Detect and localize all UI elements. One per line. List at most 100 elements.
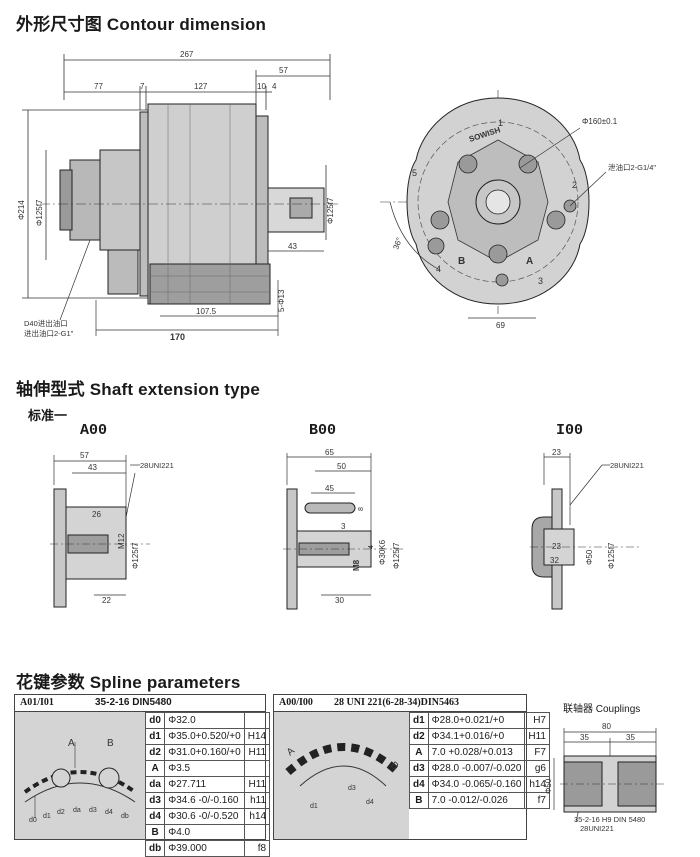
fig2-label-d1: d1 — [310, 803, 318, 810]
fig1-label-d4: d4 — [105, 809, 113, 816]
dim-170: 170 — [170, 332, 185, 340]
param-tolerance: h11 — [243, 792, 271, 809]
param-key: A — [144, 760, 166, 777]
dim-43: 43 — [288, 242, 297, 251]
param-tolerance: h14 — [243, 808, 271, 825]
param-key: B — [144, 824, 166, 841]
param-tolerance — [243, 712, 271, 729]
a00-note: 28UNI221 — [140, 461, 174, 470]
mark-4: 4 — [436, 264, 441, 274]
param-value: Φ3.5 — [164, 760, 245, 777]
param-tolerance: H11 — [243, 744, 271, 761]
couplings-note-2: 28UNI221 — [580, 824, 614, 833]
mark-3: 3 — [538, 276, 543, 286]
fig1-label-d3: d3 — [89, 807, 97, 814]
dim-127: 127 — [194, 82, 208, 91]
table1-code: A01/I01 — [20, 697, 54, 708]
fig1-label-A: A — [68, 738, 75, 749]
fig1-label-d1: d1 — [43, 813, 51, 820]
dim-7: 7 — [140, 82, 145, 91]
fig2-label-d4: d4 — [366, 799, 374, 806]
mark-5: 5 — [412, 168, 417, 178]
port-note-2: 进出油口2-G1" — [24, 328, 74, 338]
fig1-label-db: db — [121, 813, 129, 820]
i00-dim-125f7: Φ125f7 — [607, 542, 616, 569]
table1-standard: 35-2-16 DIN5480 — [95, 697, 172, 708]
contour-side-view: 267 57 77 7 127 10 4 Φ214 Φ125f7 Φ125f7 … — [17, 50, 340, 340]
param-key: d0 — [144, 712, 166, 729]
i00-note: 28UNI221 — [610, 461, 644, 470]
param-tolerance: f8 — [243, 840, 271, 857]
param-tolerance: H14 — [243, 728, 271, 745]
port-b-label: B — [458, 256, 465, 267]
port-a-label: A — [526, 256, 533, 267]
b00-dim-30: 30 — [335, 596, 344, 605]
dim-77: 77 — [94, 82, 103, 91]
dim-4: 4 — [272, 82, 277, 91]
param-value: Φ4.0 — [164, 824, 245, 841]
dim-125f7-left: Φ125f7 — [35, 199, 44, 226]
shaft-i00-code: I00 — [556, 422, 584, 439]
b00-dim-50: 50 — [337, 462, 346, 471]
shaft-b00-drawing: 65 50 45 8 3 M8 4 Φ30K6 Φ125f7 30 — [283, 448, 405, 610]
couplings-drawing: 80 35 35 Φ50 35-2-16 H9 DIN 5480 28UNI22… — [544, 722, 664, 833]
a00-dim-m12: M12 — [117, 533, 126, 549]
param-value: Φ30.6 -0/-0.520 — [164, 808, 245, 825]
param-key: d1 — [409, 712, 429, 729]
couplings-note-1: 35-2-16 H9 DIN 5480 — [574, 815, 645, 824]
a00-dim-57: 57 — [80, 451, 89, 460]
param-key: da — [144, 776, 166, 793]
standard-label: 标准一 — [28, 408, 68, 423]
param-value: Φ28.0 -0.007/-0.020 — [427, 760, 526, 777]
param-key: d4 — [144, 808, 166, 825]
mark-2: 2 — [572, 180, 577, 190]
i00-dim-50: Φ50 — [585, 549, 594, 565]
shaft-title: 轴伸型式 Shaft extension type — [16, 380, 260, 399]
param-tolerance — [243, 824, 271, 841]
drain-note: 泄油口2-G1/4" — [608, 162, 656, 172]
param-key: d3 — [144, 792, 166, 809]
couplings-label: 联轴器 Couplings — [563, 704, 641, 715]
fig2-label-A: A — [285, 745, 297, 758]
dim-10: 10 — [257, 82, 266, 91]
param-value: Φ39.000 — [164, 840, 245, 857]
b00-dim-125f7: Φ125f7 — [392, 542, 401, 569]
param-key: d2 — [144, 744, 166, 761]
param-key: d3 — [409, 760, 429, 777]
angle-36: 36° — [391, 236, 404, 250]
dim-57: 57 — [279, 66, 288, 75]
b00-dim-m8: M8 — [352, 559, 361, 571]
param-value: Φ34.1+0.016/+0 — [427, 728, 526, 745]
param-value: Φ34.6 -0/-0.160 — [164, 792, 245, 809]
param-key: B — [409, 792, 429, 809]
couplings-dim-50: Φ50 — [544, 778, 553, 794]
b00-dim-4: 4 — [368, 545, 375, 549]
a00-dim-22: 22 — [102, 596, 111, 605]
param-value: Φ28.0+0.021/+0 — [427, 712, 526, 729]
spline-table-din5463: A00/I00 28 UNI 221(6-28-34)DIN5463 A B d… — [273, 694, 550, 840]
table2-standard: 28 UNI 221(6-28-34)DIN5463 — [334, 697, 459, 708]
param-key: d2 — [409, 728, 429, 745]
param-key: A — [409, 744, 429, 761]
dim-267: 267 — [180, 50, 194, 59]
couplings-dim-35a: 35 — [580, 733, 589, 742]
b00-dim-45: 45 — [325, 484, 334, 493]
param-tolerance: H11 — [243, 776, 271, 793]
dim-160: Φ160±0.1 — [582, 117, 618, 126]
spline-table-din5480: A01/I01 35-2-16 DIN5480 A B d0 d1 d2 da … — [14, 694, 271, 857]
i00-dim-32: 32 — [550, 556, 559, 565]
i00-dim-23: 23 — [552, 448, 561, 457]
port-note-1: D40进出油口 — [24, 318, 68, 328]
param-tolerance: f7 — [524, 792, 550, 809]
